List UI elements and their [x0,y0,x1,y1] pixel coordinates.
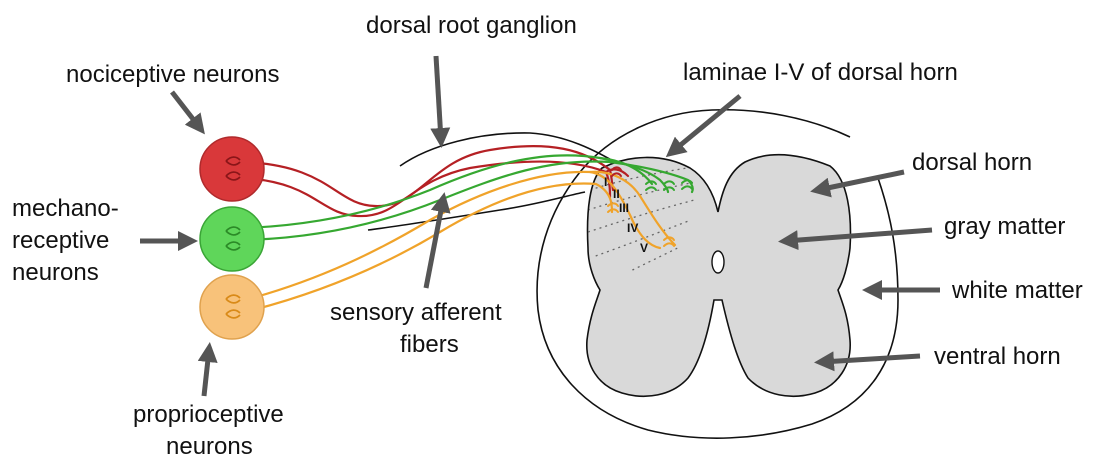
arrow-sensory-fibers [426,200,443,288]
label-mechano-line1: mechano- [12,195,119,222]
lamina-label-5: V [640,241,648,255]
label-mechano-line2: receptive [12,227,109,254]
label-proprio-line1: proprioceptive [133,401,284,428]
label-gray-matter: gray matter [944,213,1065,240]
arrow-dorsal-root-ganglion [436,56,441,140]
nociceptive-neuron [200,137,264,201]
lamina-label-2: II [613,187,620,201]
label-sensory-line1: sensory afferent [330,299,502,326]
label-nociceptive-neurons: nociceptive neurons [66,61,279,88]
arrow-nociceptive [172,92,200,128]
label-ventral-horn: ventral horn [934,343,1061,370]
label-sensory-line2: fibers [400,331,459,358]
arrow-laminae [672,96,740,152]
label-white-matter: white matter [951,277,1083,304]
lamina-label-1: I [604,175,607,189]
lamina-label-4: IV [627,221,638,235]
lamina-label-3: III [619,201,629,215]
central-canal [712,251,724,273]
proprioceptive-neuron [200,275,264,339]
label-dorsal-root-ganglion: dorsal root ganglion [366,12,577,39]
mechanoreceptive-neuron [200,207,264,271]
label-laminae: laminae I-V of dorsal horn [683,59,958,86]
nociceptive-fibers [243,146,628,216]
label-mechano-line3: neurons [12,259,99,286]
arrow-proprioceptive [204,350,209,396]
gray-matter-shape [587,155,851,396]
label-proprio-line2: neurons [166,433,253,460]
label-dorsal-horn: dorsal horn [912,149,1032,176]
